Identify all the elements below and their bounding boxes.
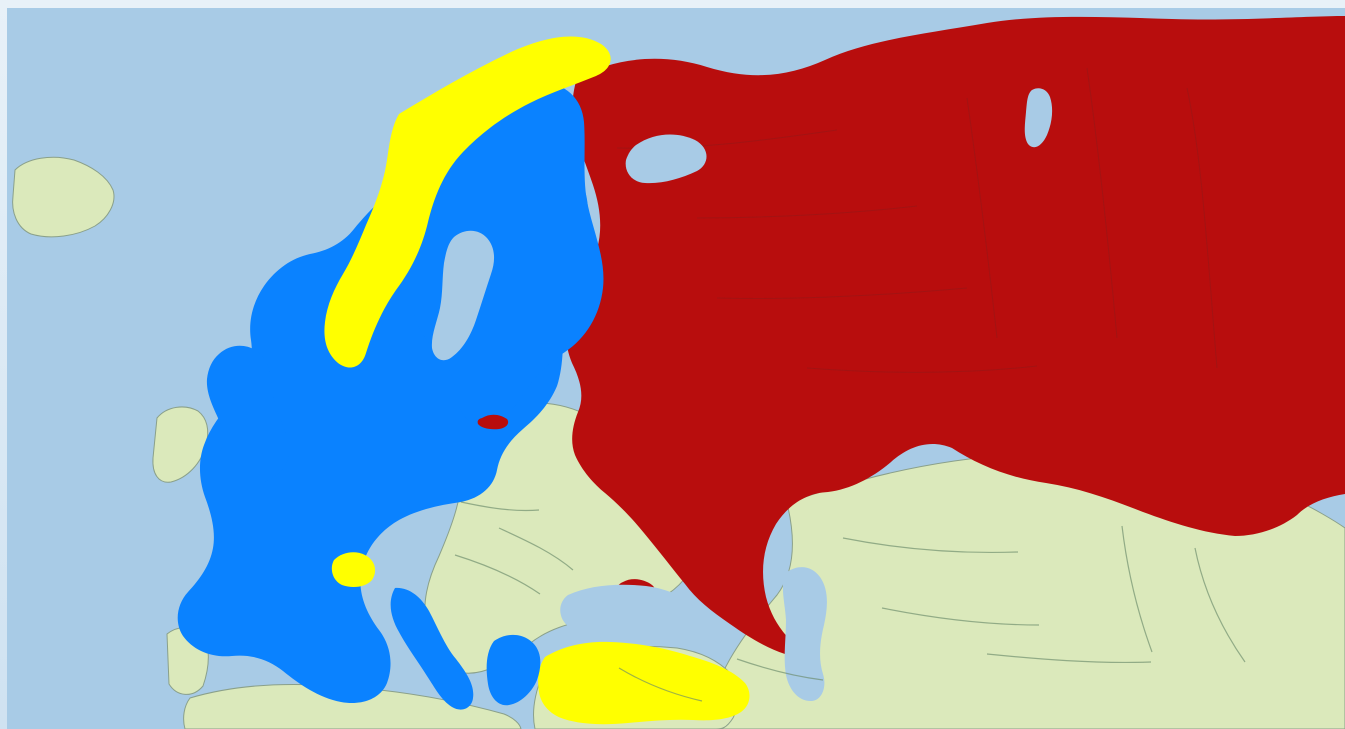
gulf-of-ob — [1024, 88, 1053, 148]
russia — [566, 16, 1345, 654]
caspian-sea — [782, 567, 827, 702]
greece — [486, 634, 541, 706]
black-sea — [560, 584, 701, 643]
norway — [324, 36, 611, 368]
white-sea — [625, 134, 707, 184]
italy — [390, 587, 474, 710]
kaliningrad — [477, 414, 509, 430]
turkey — [538, 641, 750, 725]
iceland — [12, 156, 115, 238]
switzerland — [331, 552, 376, 588]
great-britain — [206, 345, 290, 486]
europe-map — [7, 8, 1345, 729]
baltic-sea — [431, 230, 495, 361]
map-svg — [7, 8, 1345, 729]
